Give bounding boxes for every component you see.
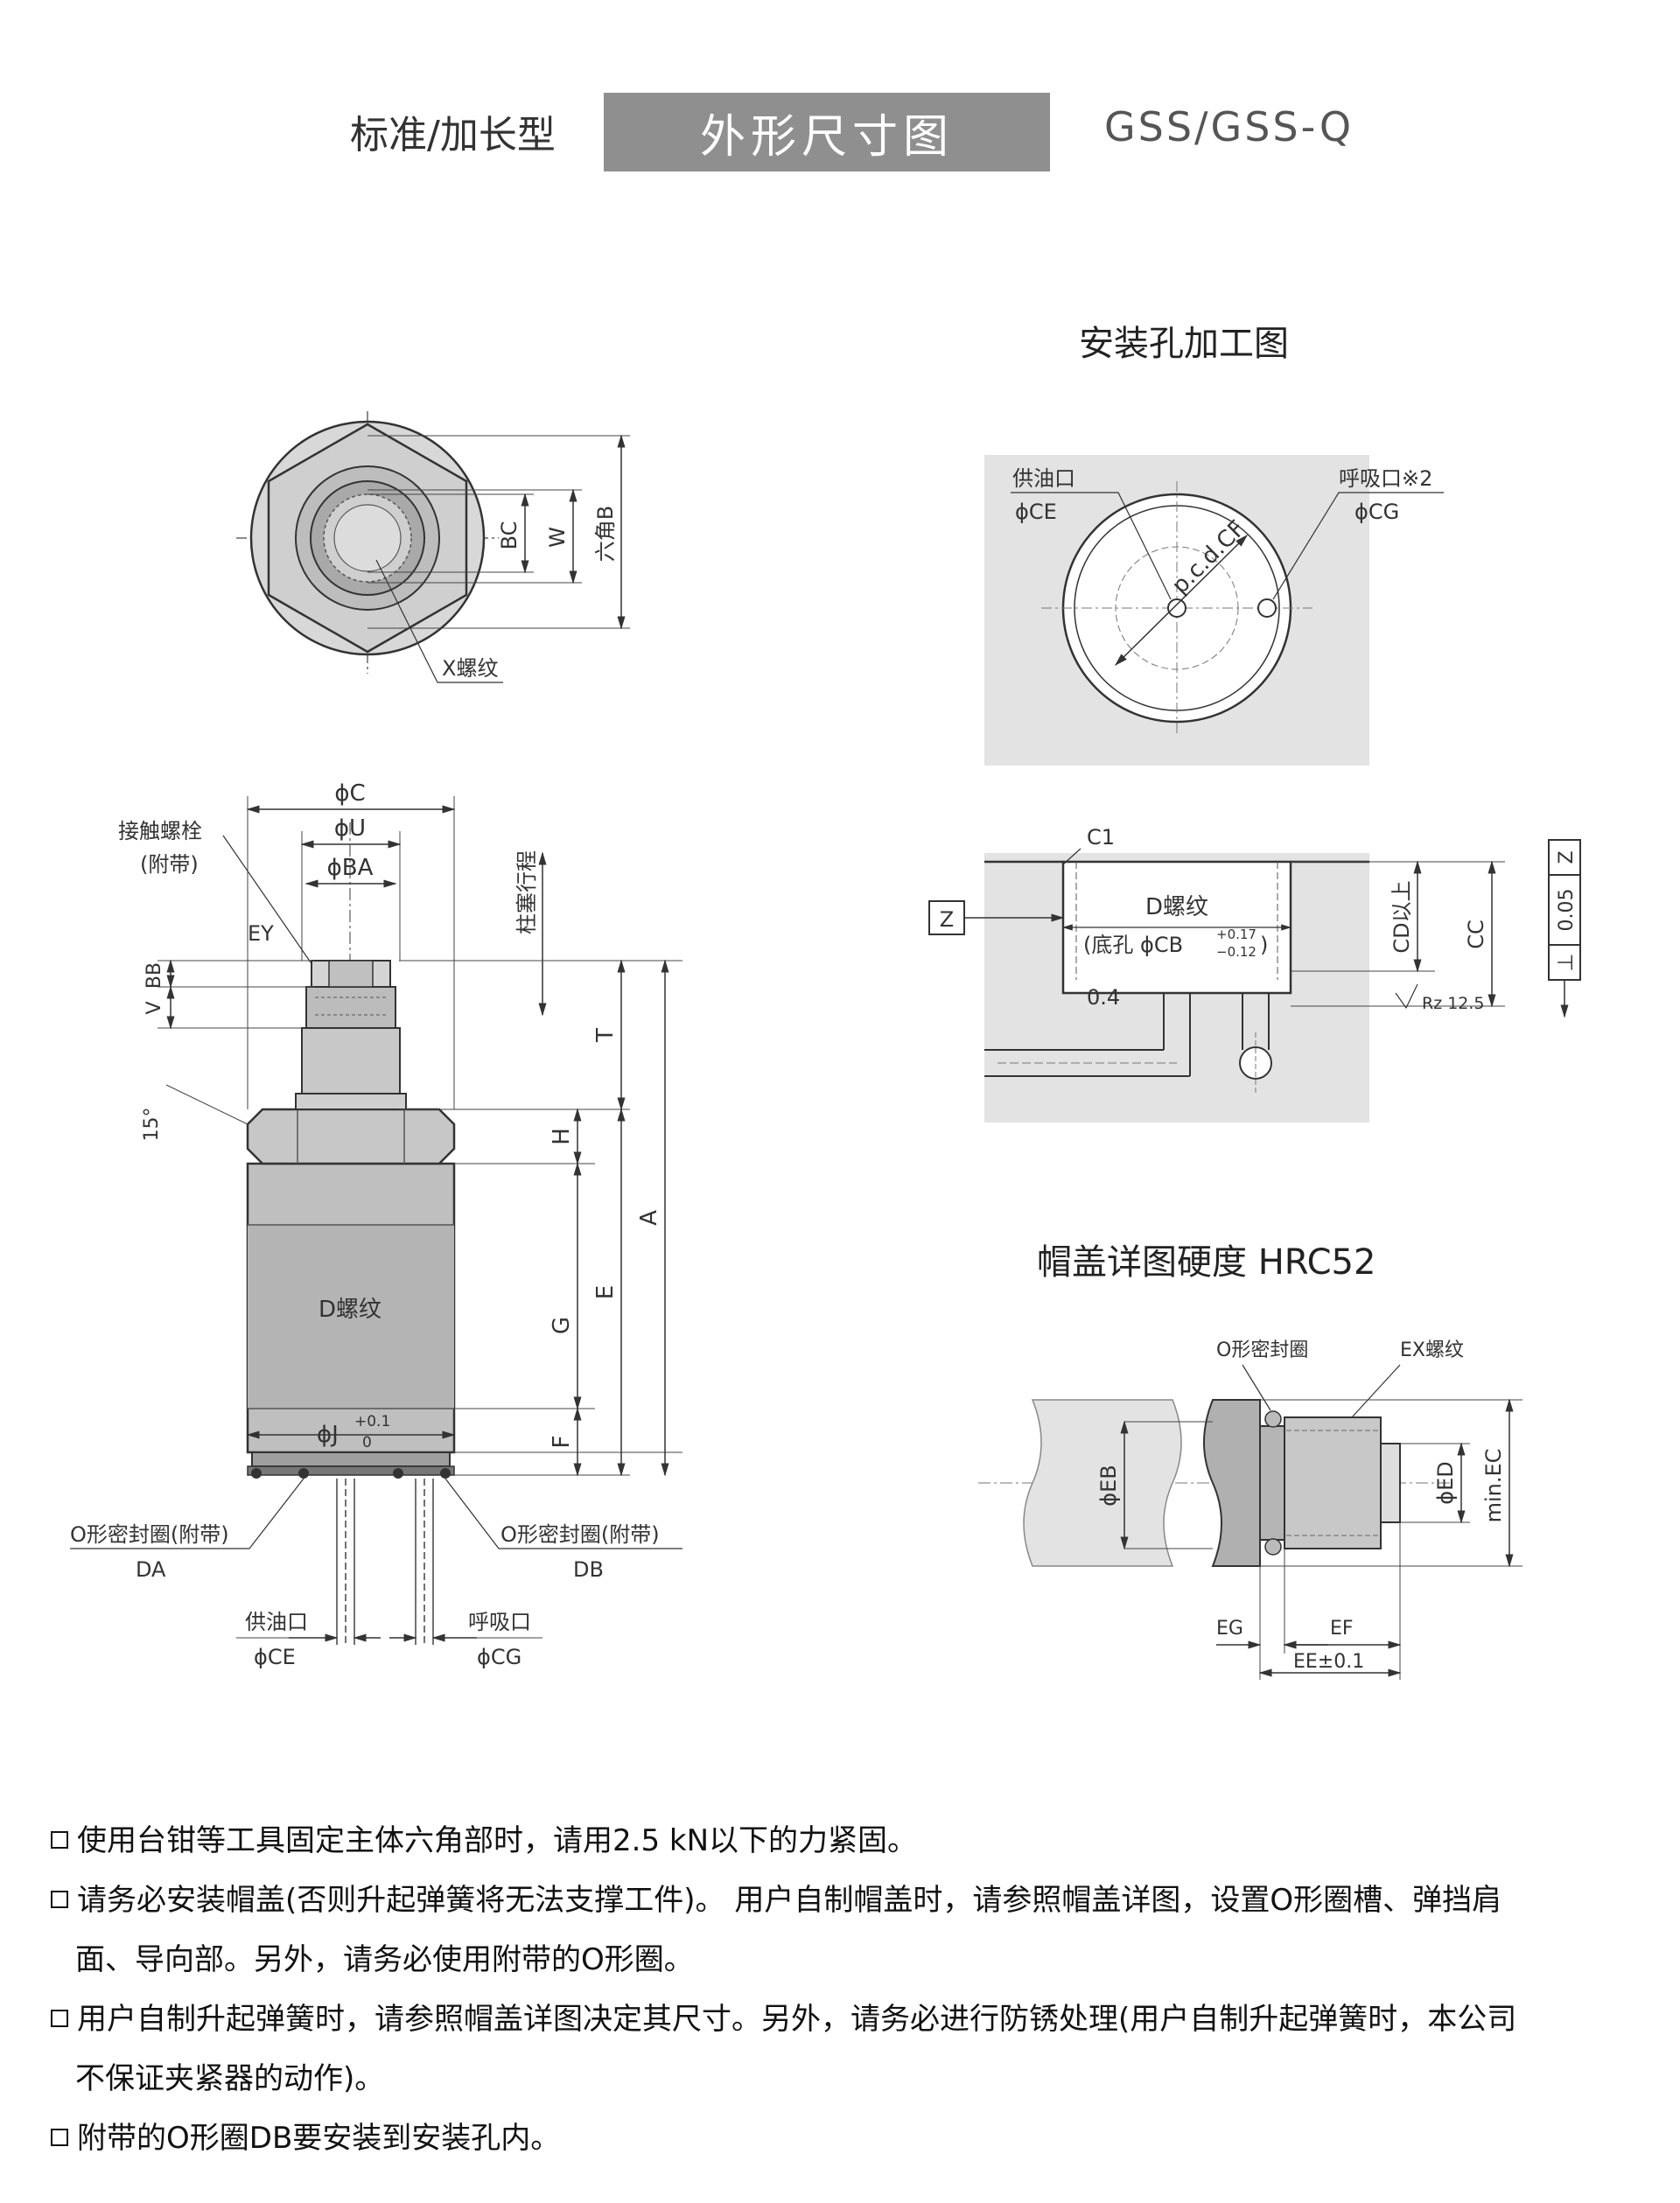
label-supply-port: 供油口 <box>245 1610 308 1634</box>
label-tol-j-low: 0 <box>362 1434 372 1451</box>
label-g: G <box>549 1317 575 1334</box>
label-phi-cg: ϕCG <box>477 1645 522 1669</box>
mount-hole-top-view: p.c.d.CF 供油口 ϕCE 呼吸口※2 ϕCG <box>984 455 1444 766</box>
label-phi-ce: ϕCE <box>254 1645 296 1669</box>
label-cc: CC <box>1464 920 1488 949</box>
label-c1: C1 <box>1087 825 1115 850</box>
note-item: 请务必安装帽盖(否则升起弹簧将无法支撑工件)。 用户自制帽盖时，请参照帽盖详图，… <box>51 1871 1626 1930</box>
label-phi-ed: ϕED <box>1433 1461 1458 1504</box>
cap-detail-title: 帽盖详图硬度 HRC52 <box>1037 1242 1376 1283</box>
label-w: W <box>545 527 570 548</box>
mount-hole-title: 安装孔加工图 <box>1079 324 1289 364</box>
bullet-box-icon <box>51 1830 68 1849</box>
note-item: 用户自制升起弹簧时，请参照帽盖详图决定其尺寸。另外，请务必进行防锈处理(用户自制… <box>51 1990 1626 2049</box>
label-chamfer: 0.4 <box>1087 985 1120 1010</box>
label-phi-c: ϕC <box>334 780 365 807</box>
label-rz: Rz 12.5 <box>1422 994 1485 1013</box>
bullet-box-icon <box>51 2128 68 2146</box>
label-supply-port-top: 供油口 <box>1012 466 1075 491</box>
label-contact-bolt-note: (附带) <box>140 852 199 877</box>
label-e: E <box>592 1285 619 1299</box>
bullet-box-icon <box>51 1890 68 1908</box>
label-x-thread: X螺纹 <box>442 656 498 681</box>
label-cd-min: CD以上 <box>1390 880 1414 953</box>
header-title: 外形尺寸图 <box>699 110 954 164</box>
label-t: T <box>592 1028 619 1043</box>
top-view: BC W 六角B X螺纹 <box>236 411 630 683</box>
label-da: DA <box>136 1557 166 1582</box>
label-tol-j-up: +0.1 <box>354 1413 390 1430</box>
label-f: F <box>549 1436 575 1449</box>
label-tol-cb-low: −0.12 <box>1216 944 1256 960</box>
label-tol-datum: Z <box>1556 850 1578 864</box>
label-angle: 15° <box>141 1108 163 1142</box>
label-phi-u: ϕU <box>334 815 366 842</box>
label-db: DB <box>573 1557 604 1582</box>
label-bottom-hole: (底孔 ϕCB <box>1083 933 1183 957</box>
cap-detail-view: O形密封圈 EX螺纹 ϕEB ϕED min.EC EG EF EE±0.1 <box>978 1339 1522 1680</box>
label-ef: EF <box>1330 1618 1354 1640</box>
label-phi-ba: ϕBA <box>327 855 374 881</box>
note-item: 附带的O形圈DB要安装到安装孔内。 <box>51 2109 1626 2168</box>
side-view: ϕC ϕU ϕBA 接触螺栓 (附带) EY BB V 15° 柱塞行程 T <box>70 780 682 1669</box>
notes-section: 使用台钳等工具固定主体六角部时，请用2.5 kN以下的力紧固。 请务必安装帽盖(… <box>51 1811 1626 2168</box>
label-z-datum: Z <box>940 907 954 932</box>
label-phi-ce-top: ϕCE <box>1015 500 1057 524</box>
label-h: H <box>549 1128 575 1145</box>
label-phi-j: ϕJ <box>317 1422 339 1448</box>
label-bottom-hole-end: ) <box>1260 933 1268 957</box>
label-breather-port: 呼吸口 <box>468 1610 531 1634</box>
label-oring-right: O形密封圈(附带) <box>500 1522 660 1547</box>
label-perpendicularity: ⊥ <box>1553 954 1578 972</box>
label-tol-cb-up: +0.17 <box>1216 927 1256 942</box>
header-model: GSS/GSS-Q <box>1104 103 1354 150</box>
label-a: A <box>636 1210 662 1226</box>
label-tol-value: 0.05 <box>1556 889 1578 932</box>
label-plunger-stroke: 柱塞行程 <box>514 850 539 934</box>
label-ex-thread: EX螺纹 <box>1400 1339 1464 1361</box>
note-item: 使用台钳等工具固定主体六角部时，请用2.5 kN以下的力紧固。 <box>51 1811 1626 1871</box>
label-d-thread: D螺纹 <box>318 1297 382 1323</box>
bullet-box-icon <box>51 2009 68 2027</box>
label-phi-cg-top: ϕCG <box>1354 500 1399 524</box>
label-d-thread-hole: D螺纹 <box>1145 894 1208 920</box>
mount-hole-section-view: C1 Z D螺纹 (底孔 ϕCB +0.17 −0.12 ) 0.4 CD以上 … <box>928 825 1581 1122</box>
label-contact-bolt: 接触螺栓 <box>118 819 202 843</box>
label-cap-oring: O形密封圈 <box>1216 1339 1308 1361</box>
label-min-ec: min.EC <box>1481 1449 1506 1523</box>
note-item-continued: 不保证夹紧器的动作)。 <box>75 2061 385 2096</box>
label-ee: EE±0.1 <box>1293 1651 1364 1673</box>
header-title-box: 外形尺寸图 <box>604 93 1050 171</box>
label-v: V <box>144 1001 165 1014</box>
label-hex-b: 六角B <box>593 506 618 562</box>
label-ey: EY <box>248 921 274 946</box>
label-phi-eb: ϕEB <box>1096 1465 1121 1506</box>
note-item-continued: 面、导向部。另外，请务必使用附带的O形圈。 <box>75 1942 694 1977</box>
label-breather-port-top: 呼吸口※2 <box>1339 466 1432 491</box>
label-bc: BC <box>497 521 522 550</box>
label-eg: EG <box>1216 1618 1243 1640</box>
header-series-label: 标准/加长型 <box>350 113 556 157</box>
label-oring-left: O形密封圈(附带) <box>70 1522 229 1547</box>
label-bb: BB <box>144 962 165 989</box>
